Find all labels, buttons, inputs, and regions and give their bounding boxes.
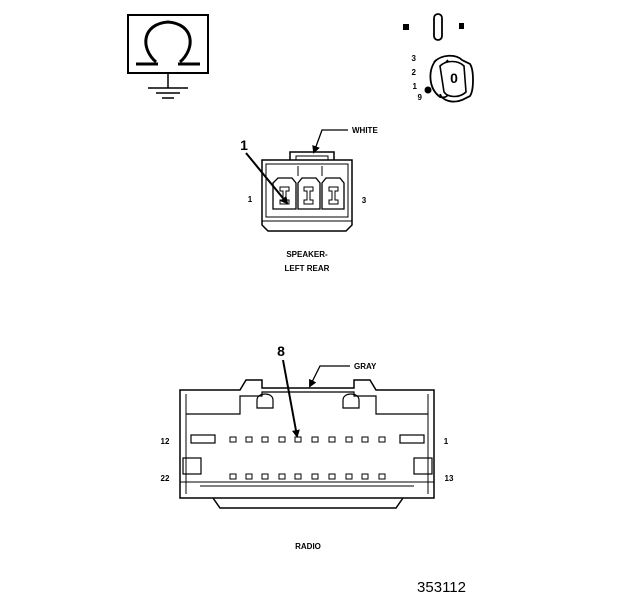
radio-callout-number: 8	[277, 343, 285, 359]
ignition-position-9: 9	[418, 93, 423, 102]
speaker-color-label: WHITE	[352, 126, 378, 135]
speaker-connector-name-line2: LEFT REAR	[285, 264, 330, 273]
ignition-position-1: 1	[413, 82, 418, 91]
radio-connector	[179, 379, 435, 509]
figure-number: 353112	[417, 579, 466, 596]
radio-connector-name: RADIO	[295, 542, 321, 551]
radio-color-leader	[309, 365, 350, 388]
radio-pin-bottom-right: 13	[445, 474, 454, 483]
speaker-pin-left: 1	[248, 195, 253, 204]
ignition-key-label: 0	[450, 70, 458, 86]
ignition-position-3: 3	[412, 54, 417, 63]
radio-color-label: GRAY	[354, 362, 377, 371]
speaker-callout-number: 1	[240, 137, 248, 153]
radio-pin-top-right: 1	[444, 437, 449, 446]
radio-pin-top-left: 12	[161, 437, 170, 446]
radio-callout-arrow	[282, 359, 300, 438]
ohm-meter-ground-icon	[127, 14, 209, 99]
speaker-connector-name-line1: SPEAKER-	[286, 250, 328, 259]
radio-pin-bottom-left: 22	[161, 474, 170, 483]
ignition-position-2: 2	[412, 68, 417, 77]
speaker-color-leader	[312, 129, 348, 154]
speaker-pin-right: 3	[362, 196, 367, 205]
speaker-callout-arrow	[245, 152, 289, 205]
ignition-key-switch-icon	[403, 13, 474, 103]
speaker-connector	[261, 151, 353, 232]
